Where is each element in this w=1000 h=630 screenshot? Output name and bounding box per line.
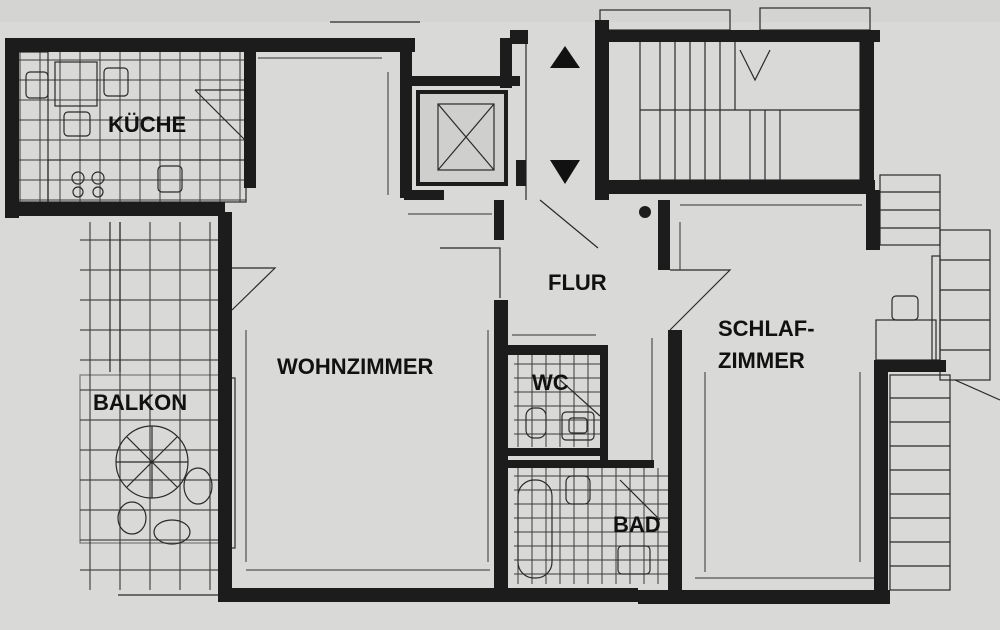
balcony-area [79,222,232,596]
room-label-flur: FLUR [548,270,607,295]
stair-arrow-down-icon [550,160,580,184]
top-neighbour-strip [0,0,1000,31]
room-label-kueche: KÜCHE [108,112,186,137]
room-label-wohnzimmer: WOHNZIMMER [277,354,434,379]
room-label-balkon: BALKON [93,390,187,415]
hallway [440,199,732,462]
wc-room [514,355,602,447]
bathroom [514,468,674,584]
room-label-wc: WC [532,370,569,395]
room-label-bad: BAD [613,512,661,537]
room-label-schlafzimmer-line1: SCHLAF- [718,316,815,341]
elevator-shaft-icon [416,90,508,186]
room-label-schlafzimmer-line2: ZIMMER [718,348,805,373]
walls [5,20,946,604]
stair-arrow-up-icon [550,46,580,68]
exterior-steps [879,174,1000,591]
